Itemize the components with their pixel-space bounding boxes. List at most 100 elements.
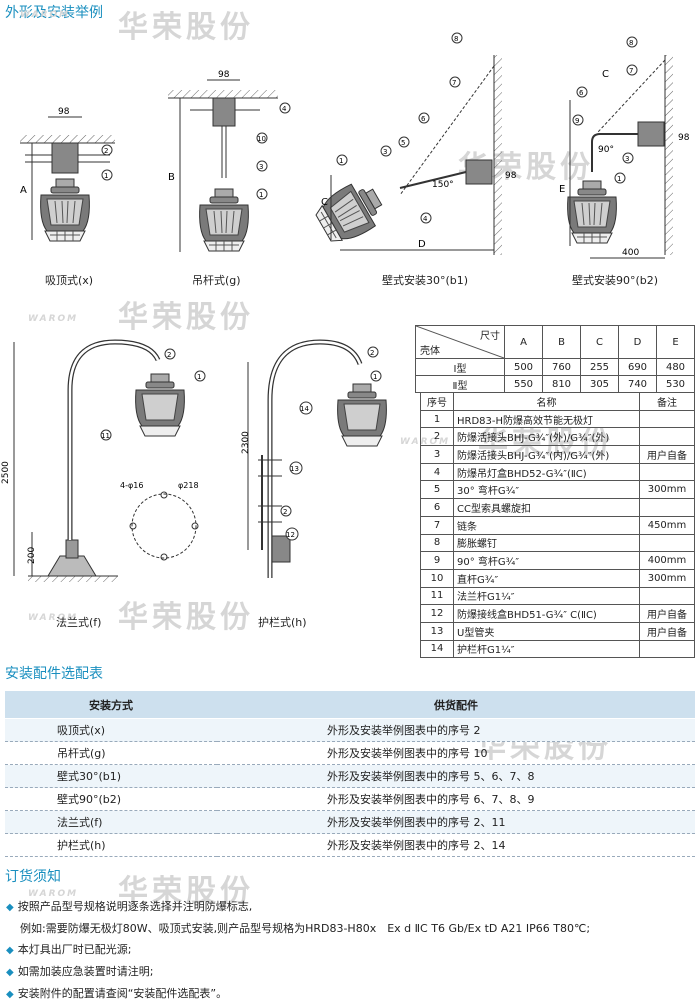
watermark: 华荣股份	[118, 600, 254, 635]
svg-text:D: D	[418, 239, 426, 250]
svg-text:98: 98	[218, 70, 230, 80]
svg-text:4: 4	[282, 105, 287, 113]
svg-text:3: 3	[259, 163, 263, 171]
svg-text:2500: 2500	[1, 461, 11, 484]
figure-pendant-mount: 98 B 4 10 3 1	[168, 70, 291, 252]
bullet-icon: ◆	[6, 967, 14, 978]
config-header: 供货配件	[217, 691, 695, 719]
note-item: ◆安装附件的配置请查阅“安装配件选配表”。	[6, 987, 228, 1000]
parts-header: 备注	[639, 392, 695, 411]
svg-text:1: 1	[339, 157, 343, 165]
caption-railing: 护栏式(h)	[258, 616, 307, 629]
svg-text:150°: 150°	[432, 180, 454, 190]
parts-header: 名称	[453, 392, 640, 411]
svg-text:E: E	[559, 184, 565, 195]
caption-wall-90: 壁式安装90°(b2)	[572, 274, 659, 287]
svg-text:C: C	[602, 69, 609, 80]
figure-ceiling-mount: 98 A 2 1	[20, 107, 115, 242]
watermark: 华荣股份	[118, 10, 254, 45]
svg-text:2300: 2300	[241, 431, 251, 454]
figure-railing-mount: 2300 2 1 14 13 2 12	[241, 339, 387, 578]
svg-text:2: 2	[167, 351, 171, 359]
svg-text:9: 9	[575, 117, 579, 125]
watermark: WAROM	[20, 10, 71, 20]
watermark: 华荣股份	[118, 300, 254, 335]
svg-text:200: 200	[27, 547, 37, 564]
svg-text:4-φ16: 4-φ16	[120, 481, 143, 490]
figure-wall-mount-90: 400 E 98 90° C 8 7 6 9 3 1	[559, 36, 690, 259]
caption-ceiling: 吸顶式(x)	[45, 274, 94, 287]
bullet-icon: ◆	[6, 945, 14, 956]
svg-text:11: 11	[101, 432, 110, 440]
svg-text:2: 2	[283, 508, 287, 516]
config-row: 壁式30°(b1)外形及安装举例图表中的序号 5、6、7、8	[5, 764, 695, 788]
svg-text:98: 98	[678, 133, 690, 143]
caption-wall-30: 壁式安装30°(b1)	[382, 274, 469, 287]
dimension-header: B	[542, 325, 581, 359]
bullet-icon: ◆	[6, 989, 14, 1000]
svg-text:10: 10	[257, 135, 266, 143]
svg-text:7: 7	[629, 67, 633, 75]
svg-text:12: 12	[286, 531, 295, 539]
svg-text:6: 6	[579, 89, 584, 97]
note-item: ◆本灯具出厂时已配光源;	[6, 943, 132, 956]
watermark: WAROM	[28, 314, 79, 324]
config-row: 吊杆式(g)外形及安装举例图表中的序号 10	[5, 741, 695, 765]
svg-text:98: 98	[58, 107, 70, 117]
parts-header: 序号	[420, 392, 454, 411]
svg-text:A: A	[20, 185, 27, 196]
svg-text:3: 3	[383, 148, 387, 156]
section-title-order: 订货须知	[5, 869, 61, 885]
svg-text:400: 400	[622, 248, 639, 258]
config-row: 法兰式(f)外形及安装举例图表中的序号 2、11	[5, 810, 695, 834]
dimension-corner: 尺寸 壳体	[415, 325, 505, 359]
caption-flange: 法兰式(f)	[56, 616, 102, 629]
svg-text:98: 98	[505, 171, 517, 181]
svg-text:1: 1	[197, 373, 201, 381]
section-title-shape: 外形及安装举例	[5, 5, 103, 21]
note-item: ◆如需加装应急装置时请注明;	[6, 965, 154, 978]
svg-text:C: C	[321, 197, 328, 208]
installation-drawings-top: 98 A 2 1 98 B 4 10 3 1 D C 98 150° 8	[20, 32, 690, 259]
bullet-icon: ◆	[6, 902, 14, 913]
config-header: 安装方式	[5, 691, 217, 719]
svg-text:13: 13	[290, 465, 299, 473]
config-row: 吸顶式(x)外形及安装举例图表中的序号 2	[5, 718, 695, 742]
svg-text:1: 1	[373, 373, 377, 381]
config-row: 护栏式(h)外形及安装举例图表中的序号 2、14	[5, 833, 695, 857]
svg-text:8: 8	[629, 39, 633, 47]
svg-text:3: 3	[625, 155, 629, 163]
note-item: ◆按照产品型号规格说明逐条选择并注明防爆标志,	[6, 900, 253, 913]
order-notes: ◆按照产品型号规格说明逐条选择并注明防爆标志, 例如:需要防爆无极灯80W、吸顶…	[6, 896, 590, 1005]
dimension-header: C	[580, 325, 619, 359]
svg-text:7: 7	[452, 79, 456, 87]
svg-text:1: 1	[617, 175, 621, 183]
config-row: 壁式90°(b2)外形及安装举例图表中的序号 6、7、8、9	[5, 787, 695, 811]
installation-drawings-bottom: 2500 200 2 1 11 4-φ16 φ218 2300 2 1 14 1…	[1, 339, 387, 582]
watermark: WAROM	[28, 889, 79, 899]
svg-text:14: 14	[300, 405, 309, 413]
svg-text:6: 6	[421, 115, 426, 123]
svg-text:1: 1	[259, 191, 263, 199]
section-title-config: 安装配件选配表	[5, 666, 103, 682]
figure-flange-mount: 2500 200 2 1 11 4-φ16 φ218	[1, 339, 206, 582]
svg-text:B: B	[168, 172, 175, 183]
watermark: 华荣股份	[118, 874, 254, 909]
figure-wall-mount-30: D C 98 150° 8 7 6 5 3 1 4	[310, 32, 517, 255]
svg-text:1: 1	[104, 172, 108, 180]
svg-text:φ218: φ218	[178, 481, 199, 490]
svg-text:4: 4	[423, 215, 428, 223]
svg-text:5: 5	[401, 139, 405, 147]
accessory-config-table: 安装方式 供货配件 吸顶式(x)外形及安装举例图表中的序号 2 吊杆式(g)外形…	[5, 691, 695, 857]
